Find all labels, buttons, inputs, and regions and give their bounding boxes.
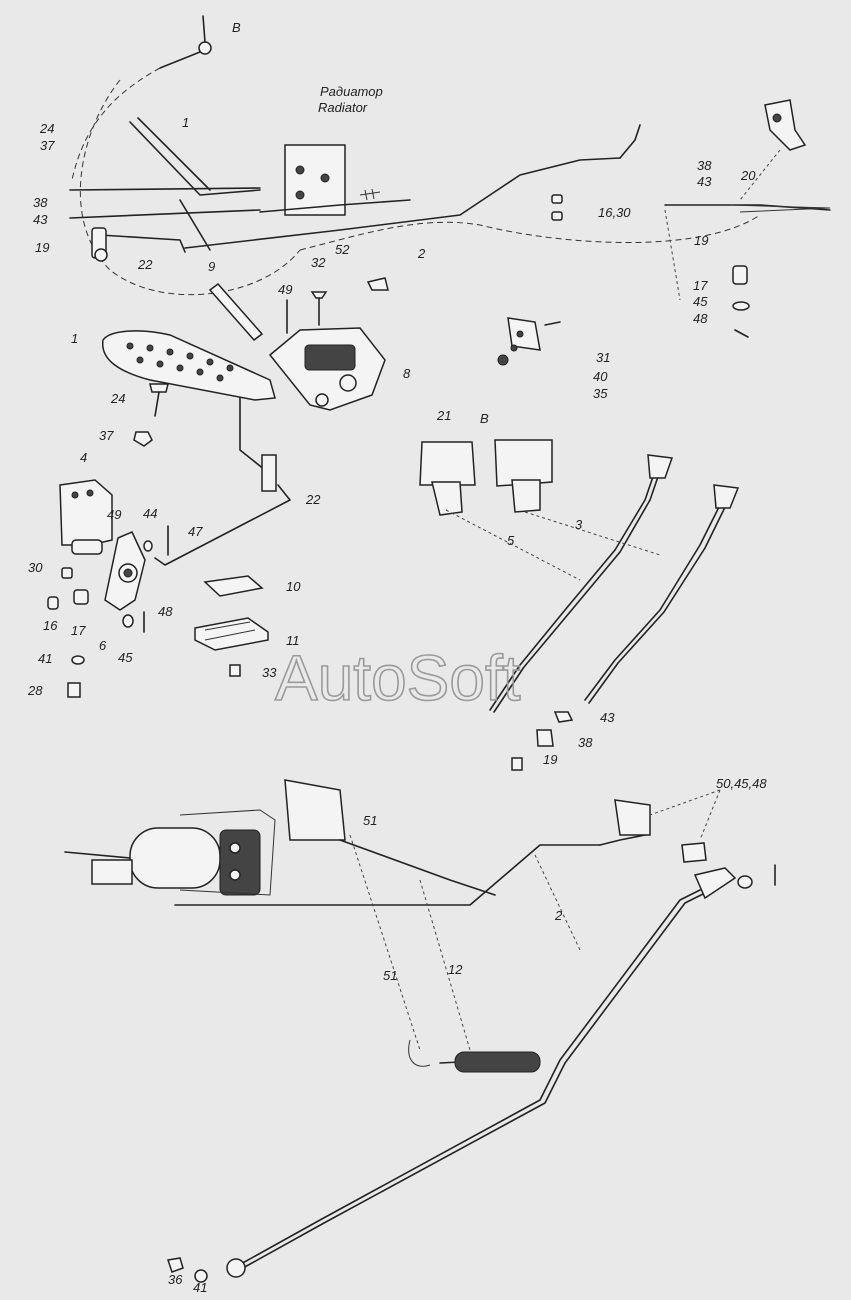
callout-c51b: 51 [383,968,397,983]
callout-c16: 16 [43,618,58,633]
callout-c19c: 19 [543,752,557,767]
callout-c37b: 37 [99,428,114,443]
callout-c52: 52 [335,242,350,257]
callout-c20: 20 [740,168,756,183]
callout-c43b: 43 [697,174,712,189]
callout-c24a: 24 [39,121,54,136]
callout-c38c: 38 [578,735,593,750]
top-assembly [69,15,831,338]
callout-c30: 30 [28,560,43,575]
label-view-b-mid: B [480,411,489,426]
callout-c48b: 48 [158,604,173,619]
pedal-parts [47,282,386,698]
callout-c24b: 24 [110,391,125,406]
callout-c45b: 45 [118,650,133,665]
callout-c1630: 16,30 [598,205,631,220]
callout-c8: 8 [403,366,411,381]
callout-c38b: 38 [697,158,712,173]
callout-c49a: 49 [278,282,292,297]
callout-c2a: 2 [417,246,426,261]
callout-c32: 32 [311,255,326,270]
callout-c22a: 22 [137,257,153,272]
watermark-text: AutoSoft [275,642,521,714]
callout-c4: 4 [80,450,87,465]
callout-c2b: 2 [554,908,563,923]
callout-c28: 28 [27,683,43,698]
callout-c1b: 1 [71,331,78,346]
callout-c51a: 51 [363,813,377,828]
label-radiator-ru: Радиатор [320,84,383,99]
callout-c1a: 1 [182,115,189,130]
callout-c3: 3 [575,517,583,532]
callout-c33: 33 [262,665,277,680]
callout-c36: 36 [168,1272,183,1287]
callout-c41a: 41 [38,651,52,666]
labels: Радиатор Radiator B B [232,20,489,426]
label-view-b-top: B [232,20,241,35]
callout-c41b: 41 [193,1280,207,1295]
callout-c38a: 38 [33,195,48,210]
cable-parts [419,317,740,771]
callout-c37a: 37 [40,138,55,153]
callout-c45a: 45 [693,294,708,309]
callout-c17b: 17 [71,623,86,638]
callout-c5: 5 [507,533,515,548]
callout-c40: 40 [593,369,608,384]
callout-c44: 44 [143,506,157,521]
callout-c48a: 48 [693,311,708,326]
callout-c22b: 22 [305,492,321,507]
callout-c35: 35 [593,386,608,401]
bottom-assembly [64,779,776,1283]
callout-c43a: 43 [33,212,48,227]
callout-c10: 10 [286,579,301,594]
callout-c12: 12 [448,962,463,977]
callout-c504548: 50,45,48 [716,776,767,791]
callout-c21: 21 [436,408,451,423]
callout-c11: 11 [286,633,300,648]
callout-c6: 6 [99,638,107,653]
callout-c9: 9 [208,259,215,274]
callout-c47: 47 [188,524,203,539]
callout-c19a: 19 [35,240,49,255]
callout-c31: 31 [596,350,610,365]
callout-c19b: 19 [694,233,708,248]
callout-c17a: 17 [693,278,708,293]
callout-c43c: 43 [600,710,615,725]
label-radiator-en: Radiator [318,100,368,115]
pedal-pad-studs [126,342,234,382]
callout-c49b: 49 [107,507,121,522]
